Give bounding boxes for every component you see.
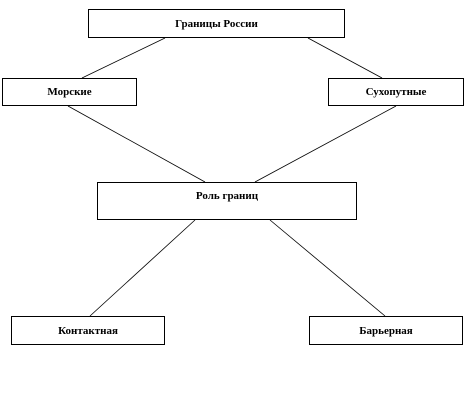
node-contact-label: Контактная [58, 324, 118, 337]
connector-role-barrier [269, 219, 386, 317]
node-sea-borders: Морские [2, 78, 137, 106]
connector-root-land [307, 37, 383, 79]
connector-root-sea [81, 37, 166, 79]
node-sea-borders-label: Морские [47, 86, 92, 98]
connector-role-contact [89, 219, 196, 317]
node-barrier: Барьерная [309, 316, 463, 345]
connector-sea-role [67, 105, 206, 183]
node-border-role: Роль границ [97, 182, 357, 220]
node-russia-borders: Границы России [88, 9, 345, 38]
connector-land-role [254, 105, 397, 183]
node-land-borders-label: Сухопутные [365, 86, 427, 98]
node-russia-borders-label: Границы России [175, 17, 258, 30]
node-barrier-label: Барьерная [359, 324, 413, 337]
node-contact: Контактная [11, 316, 165, 345]
node-border-role-label: Роль границ [195, 190, 259, 202]
node-land-borders: Сухопутные [328, 78, 464, 106]
